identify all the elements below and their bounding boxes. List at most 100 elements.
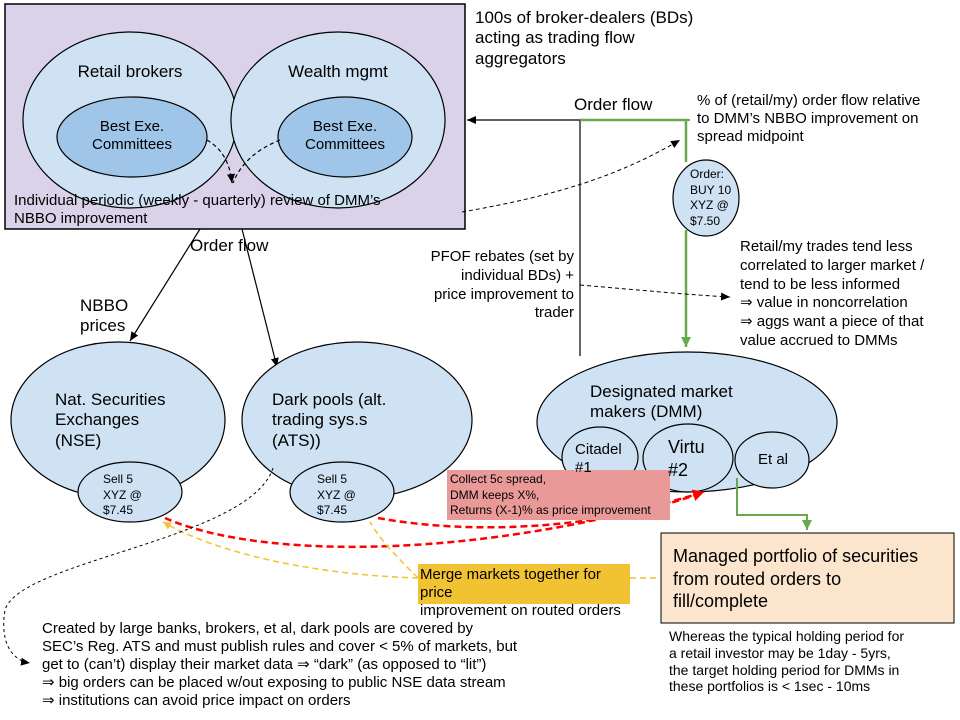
dark-pools-line1: Dark pools (alt.: [272, 390, 387, 409]
dark-pools-line3: (ATS)): [272, 430, 321, 450]
order-bubble: [672, 159, 740, 237]
dmm-line1: Designated market: [590, 382, 733, 401]
best-exe-ellipse-2: [277, 96, 413, 178]
portfolio-box: [660, 532, 955, 624]
best-exe-label-1: Best Exe. Committees: [72, 118, 192, 154]
order-bubble-line2: BUY 10: [690, 182, 732, 197]
retail-note: Retail/my trades tend less correlated to…: [740, 238, 958, 351]
collect-line2: DMM keeps X%,: [450, 487, 540, 502]
sell-nse-line1: Sell 5: [103, 472, 134, 486]
etal-ellipse: [734, 431, 810, 489]
portfolio-label: Managed portfolio of securities from rou…: [673, 545, 953, 613]
merge-to-ats-yellow-arrow: [369, 521, 419, 579]
merge-note-box: [418, 564, 630, 604]
portfolio-line1: Managed portfolio of securities: [673, 546, 919, 566]
sell-ats-text: Sell 5 XYZ @ $7.45: [317, 472, 377, 519]
dark-pool-note-line1: Created by large banks, brokers, et al, …: [42, 620, 474, 637]
pfof-line3: price improvement to: [433, 285, 574, 303]
order-flow-to-nse-arrow: [129, 228, 201, 342]
retail-note-line2: correlated to larger market /: [740, 256, 925, 274]
holding-line3: the target holding period for DMMs in: [669, 661, 900, 678]
header-note-line2: acting as trading flow: [475, 28, 635, 48]
dmm-label: Designated market makers (DMM): [590, 382, 790, 423]
merge-line1: Merge markets together for price: [420, 566, 601, 601]
pfof-line2: individual BDs) +: [461, 266, 574, 284]
retail-note-line4: ⇒ value in noncorrelation: [740, 294, 908, 312]
review-line2: NBBO improvement: [14, 210, 148, 227]
sell-ats-line2: XYZ @: [317, 487, 356, 502]
holding-line1: Whereas the typical holding period for: [669, 628, 905, 644]
retail-note-line3: tend to be less informed: [740, 275, 901, 293]
dark-pool-note-line4: ⇒ big orders can be placed w/out exposin…: [42, 674, 506, 691]
best-exe-1-line2: Committees: [91, 136, 173, 153]
nse-label: Nat. Securities Exchanges (NSE): [55, 390, 205, 451]
order-bubble-line1: Order:: [690, 167, 725, 181]
citadel-line2: #1: [575, 459, 592, 476]
portfolio-line3: fill/complete: [673, 591, 769, 611]
pfof-line1: PFOF rebates (set by: [430, 248, 574, 265]
pfof-to-retail-note-arrow: [579, 284, 731, 301]
dark-pool-note-line3: get to (can’t) display their market data…: [42, 656, 487, 673]
collect-line3: Returns (X-1)% as price improvement: [450, 503, 651, 518]
order-flow-left-label: Order flow: [190, 236, 269, 255]
pfof-line4: trader: [534, 304, 574, 322]
sell-nse-text: Sell 5 XYZ @ $7.45: [103, 472, 163, 519]
dmm-line2: makers (DMM): [590, 402, 703, 422]
nse-line1: Nat. Securities: [55, 390, 166, 409]
review-line1: Individual periodic (weekly - quarterly)…: [14, 192, 381, 209]
sell-ats-line1: Sell 5: [317, 472, 348, 486]
order-flow-green-arrow: [580, 118, 688, 162]
citadel-label: Citadel #1: [575, 441, 635, 477]
dmm-to-portfolio-arrow: [736, 478, 812, 530]
merge-note: Merge markets together for price improve…: [420, 566, 630, 620]
merge-to-nse-yellow-arrow: [162, 521, 419, 579]
best-exe-2-line2: Committees: [304, 136, 386, 153]
collect-note: Collect 5c spread, DMM keeps X%, Returns…: [450, 472, 670, 519]
pct-note-line1: % of (retail/my) order flow relative: [697, 92, 921, 109]
retail-note-line5: ⇒ aggs want a piece of that: [740, 313, 924, 330]
sell-ats-line3: $7.45: [317, 503, 348, 518]
wealth-mgmt-label: Wealth mgmt: [288, 62, 388, 81]
order-flow-top-label: Order flow: [574, 95, 653, 114]
pct-note-line3: spread midpoint: [697, 128, 804, 145]
order-bubble-line4: $7.50: [690, 213, 721, 228]
nse-line2: Exchanges: [55, 410, 140, 430]
sell-nse-bubble: [77, 461, 183, 523]
header-note-line1: 100s of broker-dealers (BDs): [475, 8, 694, 27]
pct-note: % of (retail/my) order flow relative to …: [697, 92, 957, 146]
retail-note-line6: value accrued to DMMs: [740, 331, 898, 349]
review-note: Individual periodic (weekly - quarterly)…: [14, 192, 464, 228]
holding-line4: these portfolios is < 1sec - 10ms: [669, 678, 871, 695]
header-note-line3: aggregators: [475, 48, 566, 68]
dark-pool-note-line5: ⇒ institutions can avoid price impact on…: [42, 692, 351, 709]
order-bubble-text: Order: BUY 10 XYZ @ $7.50: [690, 167, 750, 229]
holding-line2: a retail investor may be 1day - 5yrs,: [669, 644, 891, 661]
order-bubble-line3: XYZ @: [690, 198, 729, 213]
nbbo-line1: NBBO: [80, 296, 129, 315]
merge-line2: improvement on routed orders: [420, 602, 621, 619]
holding-note: Whereas the typical holding period for a…: [669, 628, 959, 695]
best-exe-label-2: Best Exe. Committees: [285, 118, 405, 154]
dark-pools-line2: trading sys.s: [272, 410, 368, 430]
pct-note-line2: to DMM’s NBBO improvement on: [697, 110, 919, 127]
portfolio-line2: from routed orders to: [673, 568, 842, 589]
ats-to-note-dotted-arrow: [3, 467, 274, 666]
sell-nse-line3: $7.45: [103, 503, 134, 518]
best-exe-ellipse-1: [56, 96, 208, 178]
dark-pools-label: Dark pools (alt. trading sys.s (ATS)): [272, 390, 442, 451]
pfof-note: PFOF rebates (set by individual BDs) + p…: [412, 248, 574, 323]
etal-label: Et al: [758, 451, 789, 468]
collect-note-box: [447, 470, 670, 520]
dark-pool-note-line2: SEC’s Reg. ATS and must publish rules an…: [42, 638, 518, 655]
review-to-pct-arrow: [461, 139, 681, 213]
best-exe-1-line1: Best Exe.: [99, 118, 165, 135]
retail-note-line1: Retail/my trades tend less: [740, 238, 913, 255]
citadel-line1: Citadel: [575, 441, 622, 458]
virtu-label: Virtu #2: [668, 436, 728, 481]
best-exe-2-line1: Best Exe.: [312, 118, 378, 135]
order-flow-to-ats-arrow: [241, 228, 279, 368]
retail-brokers-label: Retail brokers: [77, 62, 183, 81]
collect-line1: Collect 5c spread,: [450, 472, 547, 486]
header-note: 100s of broker-dealers (BDs) acting as t…: [475, 8, 775, 69]
